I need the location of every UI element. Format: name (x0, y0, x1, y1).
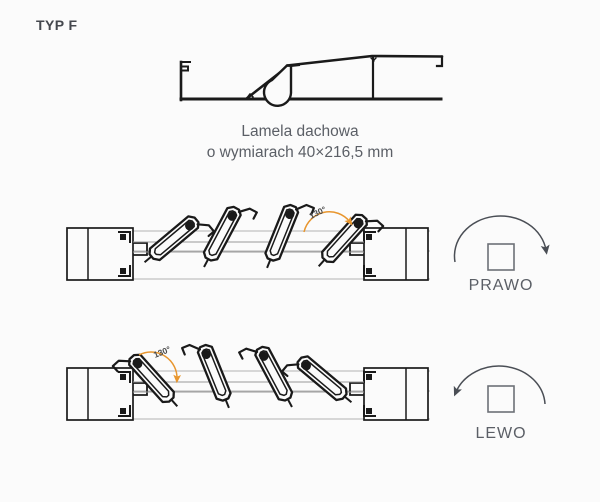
profile-caption-line-2: o wymiarach 40×216,5 mm (207, 144, 394, 161)
slat-lower-4 (280, 355, 353, 404)
direction-label-prawo: PRAWO (469, 277, 534, 294)
square-icon-lewo (487, 385, 515, 413)
square-icon-prawo (487, 243, 515, 271)
diagram-lower-slat-rotation-left: 130° (66, 343, 430, 421)
slat-lower-2 (181, 343, 232, 409)
clockwise-arrow-icon (453, 215, 550, 263)
frame-post-left-lower (66, 367, 148, 421)
profile-cross-section (179, 54, 444, 108)
slat-upper-4 (317, 213, 385, 267)
frame-post-right-lower (349, 367, 429, 421)
frame-post-left-upper (66, 227, 148, 281)
slat-lower-3 (238, 345, 294, 408)
direction-label-lewo: LEWO (475, 425, 526, 442)
angle-label-lower: 130° (152, 344, 173, 360)
counter-clockwise-arrow-icon (453, 365, 546, 405)
direction-marker-prawo: PRAWO (453, 215, 550, 294)
slat-upper-1 (143, 215, 216, 264)
direction-marker-lewo: LEWO (453, 365, 546, 442)
page-title: TYP F (36, 17, 78, 33)
slat-upper-2 (202, 205, 258, 268)
frame-post-right-upper (349, 227, 429, 281)
slat-upper-3 (264, 203, 315, 269)
profile-caption-line-1: Lamela dachowa (241, 123, 359, 140)
slat-lower-1 (111, 353, 179, 407)
diagram-upper-slat-rotation-right: 130° (66, 203, 430, 281)
